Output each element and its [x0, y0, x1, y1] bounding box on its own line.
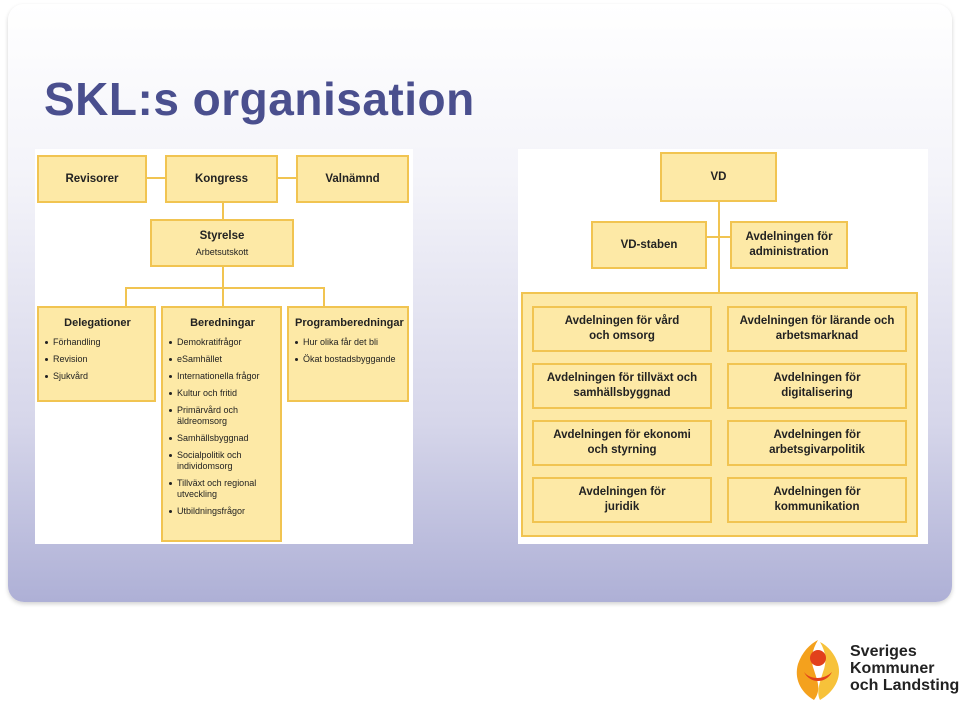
connector: [222, 266, 224, 287]
org-box-label: Delegationer: [64, 317, 131, 329]
list-item: Hur olika får det bli: [295, 337, 403, 348]
skl-logo-icon: [796, 640, 840, 700]
list-item: Internationella frågor: [169, 371, 276, 382]
org-box-election-committee: Valnämnd: [296, 155, 409, 203]
slide-title: SKL:s organisation: [44, 73, 475, 125]
connector: [222, 287, 224, 307]
org-box-label: Avdelningen för vård och omsorg: [564, 315, 680, 342]
org-box-label: Avdelningen för ekonomi och styrning: [553, 429, 691, 456]
org-box-auditors: Revisorer: [37, 155, 147, 203]
org-box-label: Valnämnd: [325, 172, 380, 185]
delegation-list: Förhandling Revision Sjukvård: [45, 337, 150, 382]
org-box-board: Styrelse Arbetsutskott: [150, 219, 294, 267]
org-box-ceo-staff: VD-staben: [591, 221, 707, 269]
list-item: Primärvård och äldreomsorg: [169, 405, 276, 427]
list-item: Socialpolitik och individomsorg: [169, 450, 276, 472]
org-box-department: Avdelningen för ekonomi och styrning: [532, 420, 712, 466]
list-item: Förhandling: [45, 337, 150, 348]
org-box-label: Avdelningen för arbetsgivarpolitik: [769, 429, 865, 456]
connector: [276, 177, 298, 179]
org-box-label: Avdelningen för lärande och arbetsmarkna…: [739, 315, 895, 342]
connector: [125, 287, 325, 289]
list-item: Utbildningsfrågor: [169, 506, 276, 517]
list-item: Kultur och fritid: [169, 388, 276, 399]
org-box-ceo: VD: [660, 152, 777, 202]
org-box-label: VD: [710, 170, 727, 183]
connector: [706, 236, 730, 238]
org-box-label: Programberedningar: [295, 317, 404, 329]
connector: [718, 201, 720, 293]
org-box-sublabel: Arbetsutskott: [195, 246, 249, 257]
org-box-department: Avdelningen för tillväxt och samhällsbyg…: [532, 363, 712, 409]
org-box-label: Beredningar: [190, 317, 255, 329]
org-box-congress: Kongress: [165, 155, 278, 203]
org-box-label: Avdelningen för administration: [745, 231, 833, 258]
logo-line: Kommuner: [850, 660, 935, 677]
org-box-delegations: Delegationer Förhandling Revision Sjukvå…: [37, 306, 156, 402]
logo-line: Sveriges: [850, 643, 917, 660]
connector: [222, 202, 224, 221]
org-box-department: Avdelningen för juridik: [532, 477, 712, 523]
org-box-department: Avdelningen för vård och omsorg: [532, 306, 712, 352]
skl-logo: Sveriges Kommuner och Landsting: [790, 634, 960, 704]
governance-org-chart: Revisorer Kongress Valnämnd Styrelse Arb…: [35, 149, 413, 544]
org-box-program-committees: Programberedningar Hur olika får det bli…: [287, 306, 409, 402]
org-box-label: VD-staben: [620, 238, 678, 251]
org-box-department: Avdelningen för digitalisering: [727, 363, 907, 409]
connector: [125, 287, 127, 307]
org-box-label: Avdelningen för digitalisering: [773, 372, 861, 399]
org-box-label: Avdelningen för tillväxt och samhällsbyg…: [546, 372, 698, 399]
org-box-label: Revisorer: [65, 172, 119, 185]
org-box-label: Styrelse: [199, 229, 245, 242]
list-item: Ökat bostadsbyggande: [295, 354, 403, 365]
org-box-department: Avdelningen för lärande och arbetsmarkna…: [727, 306, 907, 352]
program-committee-list: Hur olika får det bli Ökat bostadsbyggan…: [295, 337, 403, 365]
connector: [145, 177, 167, 179]
list-item: Demokratifrågor: [169, 337, 276, 348]
org-box-drafting-committees: Beredningar Demokratifrågor eSamhället I…: [161, 306, 282, 542]
connector: [323, 287, 325, 307]
drafting-committee-list: Demokratifrågor eSamhället Internationel…: [169, 337, 276, 517]
org-box-department: Avdelningen för kommunikation: [727, 477, 907, 523]
list-item: eSamhället: [169, 354, 276, 365]
list-item: Sjukvård: [45, 371, 150, 382]
skl-logo-text: Sveriges Kommuner och Landsting: [850, 643, 959, 694]
list-item: Samhällsbyggnad: [169, 433, 276, 444]
org-box-label: Avdelningen för juridik: [578, 486, 666, 513]
list-item: Tillväxt och regional utveckling: [169, 478, 276, 500]
list-item: Revision: [45, 354, 150, 365]
org-box-label: Avdelningen för kommunikation: [773, 486, 861, 513]
org-box-department: Avdelningen för arbetsgivarpolitik: [727, 420, 907, 466]
management-org-chart: VD VD-staben Avdelningen för administrat…: [518, 149, 928, 544]
logo-line: och Landsting: [850, 677, 960, 694]
org-box-label: Kongress: [194, 172, 249, 185]
org-box-administration: Avdelningen för administration: [730, 221, 848, 269]
